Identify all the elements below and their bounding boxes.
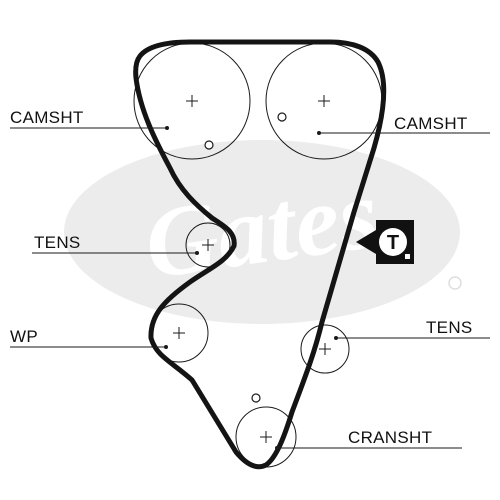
camshaft-right-label: CAMSHT [394,114,468,133]
crankshaft-label: CRANSHT [348,428,432,447]
tensioner-left-label: TENS [34,233,81,252]
tensioner-badge-circle [379,228,407,256]
camshaft-left-label: CAMSHT [10,108,84,127]
water-pump-label: WP [10,327,38,346]
tensioner-right-center-icon [319,343,331,355]
camshaft-left-timing-mark-icon [204,140,214,150]
camshaft-left-center-icon [186,95,198,107]
tensioner-left-center-icon [202,239,214,251]
tensioner-right-leader-dot [334,336,338,340]
tensioner-left-leader-dot [195,251,199,255]
timing-belt [133,39,387,470]
camshaft-right-timing-mark-icon [277,112,287,122]
tensioner-right-pulley [300,324,350,374]
crankshaft-timing-mark-icon [251,393,261,403]
center-crosses [173,95,331,443]
crankshaft-center-icon [260,431,272,443]
camshaft-right-center-icon [318,95,330,107]
leader-lines [10,126,490,450]
camshaft-right-leader-dot [317,131,321,135]
water-pump-center-icon [173,327,185,339]
water-pump-leader-dot [164,345,168,349]
labels: CAMSHT CAMSHT TENS WP TENS CRANSHT [10,108,473,447]
tensioner-badge: T [356,220,414,264]
tensioner-badge-square-icon [405,254,410,259]
tensioner-right-label: TENS [426,318,473,337]
crankshaft-leader-dot [275,446,279,450]
tensioner-badge-letter: T [387,232,399,254]
timing-marks [204,112,287,403]
camshaft-left-leader-dot [165,126,169,130]
registered-mark-icon [448,276,462,290]
tensioner-left-pulley [185,222,231,268]
